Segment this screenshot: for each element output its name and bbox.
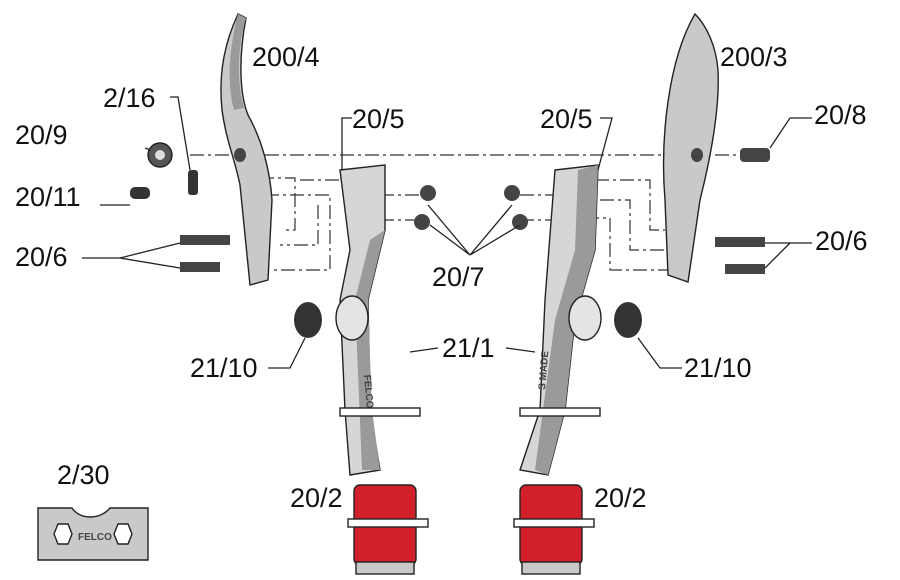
nut-2 <box>414 214 430 230</box>
spring-clip-icon <box>188 170 198 195</box>
bumper-right-icon <box>614 302 642 338</box>
label-handles: 21/1 <box>442 333 495 363</box>
label-bumper-left: 21/10 <box>190 353 258 383</box>
bolt-right-2 <box>725 264 765 274</box>
bolt-left-1 <box>180 235 230 245</box>
wrench-icon: FELCO <box>37 507 149 561</box>
wrench-marking: FELCO <box>78 532 112 543</box>
grip-right <box>513 484 595 575</box>
label-bumper-right: 21/10 <box>684 353 752 383</box>
label-blade-left: 200/4 <box>252 42 320 72</box>
label-blade-right: 200/3 <box>720 42 788 72</box>
bumper-left-icon <box>294 302 322 338</box>
handle-right-break <box>519 407 601 417</box>
handle-left-bumper-seat <box>335 295 369 341</box>
nut-3 <box>504 185 520 201</box>
nut-1 <box>420 185 436 201</box>
label-grip-right: 20/2 <box>594 483 647 513</box>
blade-left-pivot-hole <box>234 148 246 162</box>
label-pin-left: 20/5 <box>352 104 405 134</box>
label-bolts-left: 20/6 <box>15 242 68 272</box>
leader-lines <box>82 96 812 369</box>
handle-left-marking: FELCO <box>361 374 375 409</box>
bolt-left-2 <box>180 262 220 272</box>
bolt-right-1 <box>715 237 765 247</box>
label-grip-left: 20/2 <box>290 483 343 513</box>
label-nuts: 20/7 <box>432 262 485 292</box>
gear-nut-hole <box>155 150 165 160</box>
label-spring-clip: 2/16 <box>103 83 156 113</box>
handle-right-marking: S MADE <box>537 350 551 390</box>
label-pivot-bolt: 20/8 <box>814 100 867 130</box>
label-bolts-right: 20/6 <box>815 226 868 256</box>
label-wrench: 2/30 <box>57 460 110 490</box>
handle-right-bumper-seat <box>568 295 602 341</box>
nut-4 <box>512 214 528 230</box>
handle-right-shade <box>535 165 598 475</box>
handle-left-break <box>339 407 421 417</box>
blade-left-edge <box>229 14 246 110</box>
assembly-lines <box>190 154 745 271</box>
label-nut-gear: 20/9 <box>15 120 68 150</box>
small-screw-icon <box>130 187 150 199</box>
blade-right-pivot-hole <box>691 148 703 162</box>
label-pin-right: 20/5 <box>540 104 593 134</box>
label-small-screw: 20/11 <box>15 182 81 212</box>
blade-right <box>662 12 719 283</box>
pivot-bolt-icon <box>740 148 770 162</box>
grip-left <box>347 484 429 575</box>
